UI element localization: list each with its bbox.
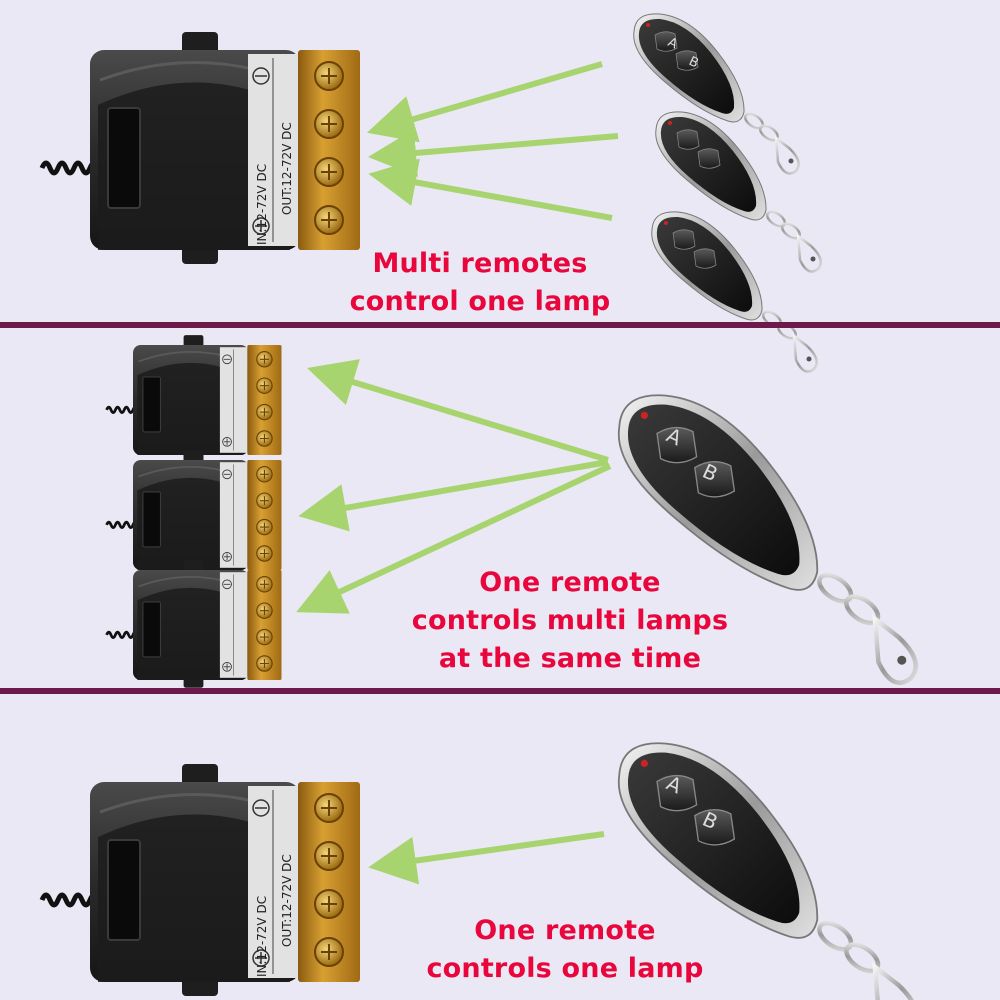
panel-one-remote-one: IN:12-72V DC OUT:12-72V DC A B <box>42 743 916 1000</box>
caption-panel-1: Multi remotes control one lamp <box>330 245 630 321</box>
section-divider-2 <box>0 688 1000 694</box>
receiver-module-1 <box>105 333 283 465</box>
signal-arrows <box>368 831 605 885</box>
remote-3 <box>650 210 819 373</box>
signal-arrows <box>366 61 619 221</box>
signal-arrows <box>296 359 612 614</box>
caption-line: controls multi lamps <box>411 605 729 636</box>
receiver-labels: IN:12-72V DC OUT:12-72V DC <box>255 854 294 977</box>
remote-large: A B <box>619 395 916 683</box>
section-divider-1 <box>0 322 1000 328</box>
panel-one-remote-multi: A B <box>105 333 916 690</box>
receiver-labels: IN:12-72V DC OUT:12-72V DC <box>255 122 294 245</box>
caption-line: Multi remotes <box>372 248 588 279</box>
caption-line: One remote <box>479 567 661 598</box>
remote-large: A B <box>619 743 916 1000</box>
receiver-out-label: OUT:12-72V DC <box>280 854 294 947</box>
receiver-module-3 <box>105 558 283 690</box>
receiver-out-label: OUT:12-72V DC <box>280 122 294 215</box>
receiver-module <box>42 764 360 996</box>
caption-line: controls one lamp <box>426 953 704 984</box>
caption-panel-2: One remote controls multi lamps at the s… <box>380 564 760 678</box>
panel-multi-remotes: IN:12-72V DC OUT:12-72V DC A B <box>42 12 823 373</box>
receiver-module <box>42 32 360 264</box>
caption-line: One remote <box>474 915 656 946</box>
receiver-module-2 <box>105 448 283 580</box>
caption-line: control one lamp <box>349 286 611 317</box>
caption-panel-3: One remote controls one lamp <box>400 912 730 988</box>
receiver-in-label: IN:12-72V DC <box>255 896 269 977</box>
caption-line: at the same time <box>438 643 702 674</box>
remote-1: A B <box>632 12 801 175</box>
receiver-in-label: IN:12-72V DC <box>255 164 269 245</box>
